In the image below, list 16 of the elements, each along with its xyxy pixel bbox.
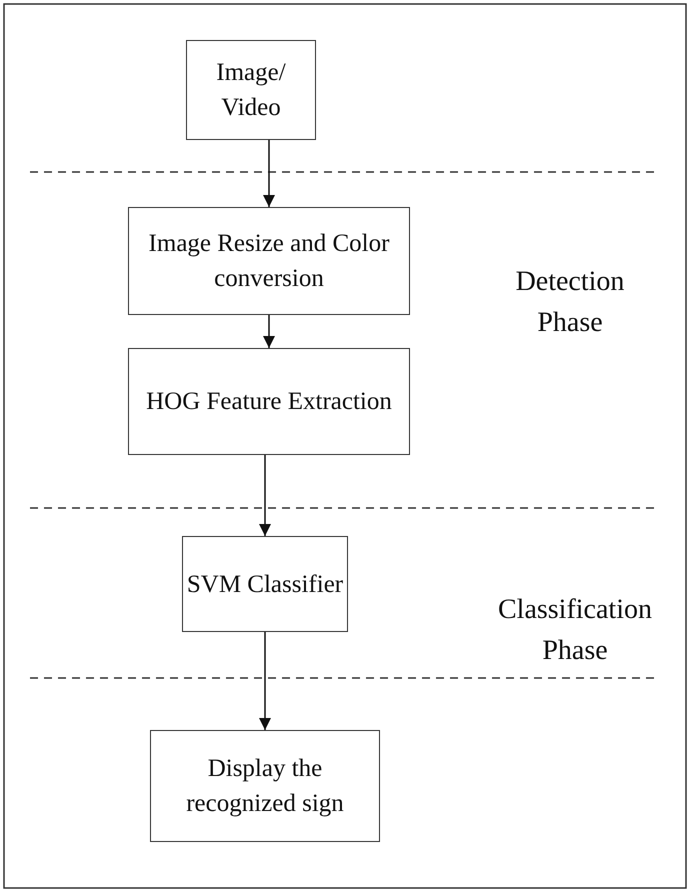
process-box: [128, 207, 410, 315]
phase-label: Detection Phase: [514, 265, 626, 340]
process-box: [186, 40, 316, 140]
process-box: [182, 536, 348, 632]
phase-label: Classification Phase: [497, 593, 653, 668]
box-text: HOG Feature Extraction: [146, 387, 392, 417]
box-text: SVM Classifier: [186, 570, 344, 600]
arrow: [263, 315, 275, 348]
arrow: [259, 632, 271, 730]
process-box: [128, 348, 410, 455]
box-text: Display the recognized sign: [185, 754, 345, 819]
arrow: [263, 140, 275, 207]
process-box: [150, 730, 380, 842]
arrow: [259, 455, 271, 536]
box-text: Image Resize and Color conversion: [148, 229, 390, 294]
box-text: Image/ Video: [215, 58, 287, 123]
